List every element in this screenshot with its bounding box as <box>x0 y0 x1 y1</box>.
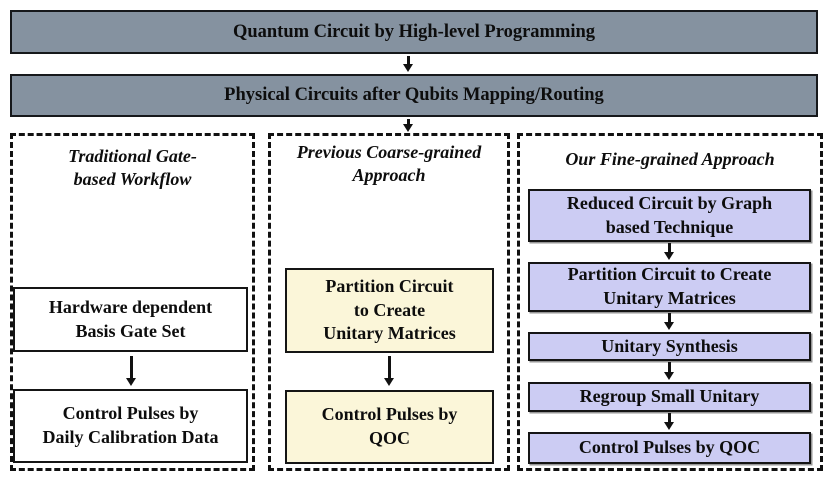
column-fine-grained-approach: Our Fine-grained Approach Reduced Circui… <box>517 133 823 471</box>
flow-arrow-down <box>663 313 675 330</box>
flow-arrow-down <box>383 356 395 386</box>
flow-box-partition-circuit-fine: Partition Circuit to Create Unitary Matr… <box>528 262 811 312</box>
column-traditional-workflow: Traditional Gate- based Workflow Hardwar… <box>10 133 255 471</box>
flow-box-reduced-circuit-graph: Reduced Circuit by Graph based Technique <box>528 189 811 242</box>
flow-arrow-down <box>402 119 414 132</box>
flow-arrow-down <box>402 56 414 72</box>
flow-arrow-down <box>663 413 675 430</box>
column-title-fine-grained: Our Fine-grained Approach <box>565 149 775 169</box>
column-coarse-grained-approach: Previous Coarse-grained Approach Partiti… <box>268 133 510 471</box>
flow-box-unitary-synthesis: Unitary Synthesis <box>528 332 811 361</box>
column-title-coarse-grained: Previous Coarse-grained Approach <box>296 142 482 186</box>
column-title-traditional: Traditional Gate- based Workflow <box>68 146 197 190</box>
header-bar-physical-circuits: Physical Circuits after Qubits Mapping/R… <box>10 74 818 117</box>
flow-box-regroup-small-unitary: Regroup Small Unitary <box>528 382 811 412</box>
flow-arrow-down <box>663 243 675 260</box>
flow-box-partition-circuit-coarse: Partition Circuit to Create Unitary Matr… <box>285 268 494 353</box>
flow-arrow-down <box>125 356 137 386</box>
flow-box-hardware-basis-gate-set: Hardware dependent Basis Gate Set <box>13 287 248 352</box>
header-bar-quantum-circuit: Quantum Circuit by High-level Programmin… <box>10 10 818 54</box>
flow-box-control-pulses-qoc-fine: Control Pulses by QOC <box>528 432 811 464</box>
flow-arrow-down <box>663 362 675 380</box>
flow-box-control-pulses-daily-calibration: Control Pulses by Daily Calibration Data <box>13 389 248 463</box>
flow-box-control-pulses-qoc-coarse: Control Pulses by QOC <box>285 390 494 464</box>
